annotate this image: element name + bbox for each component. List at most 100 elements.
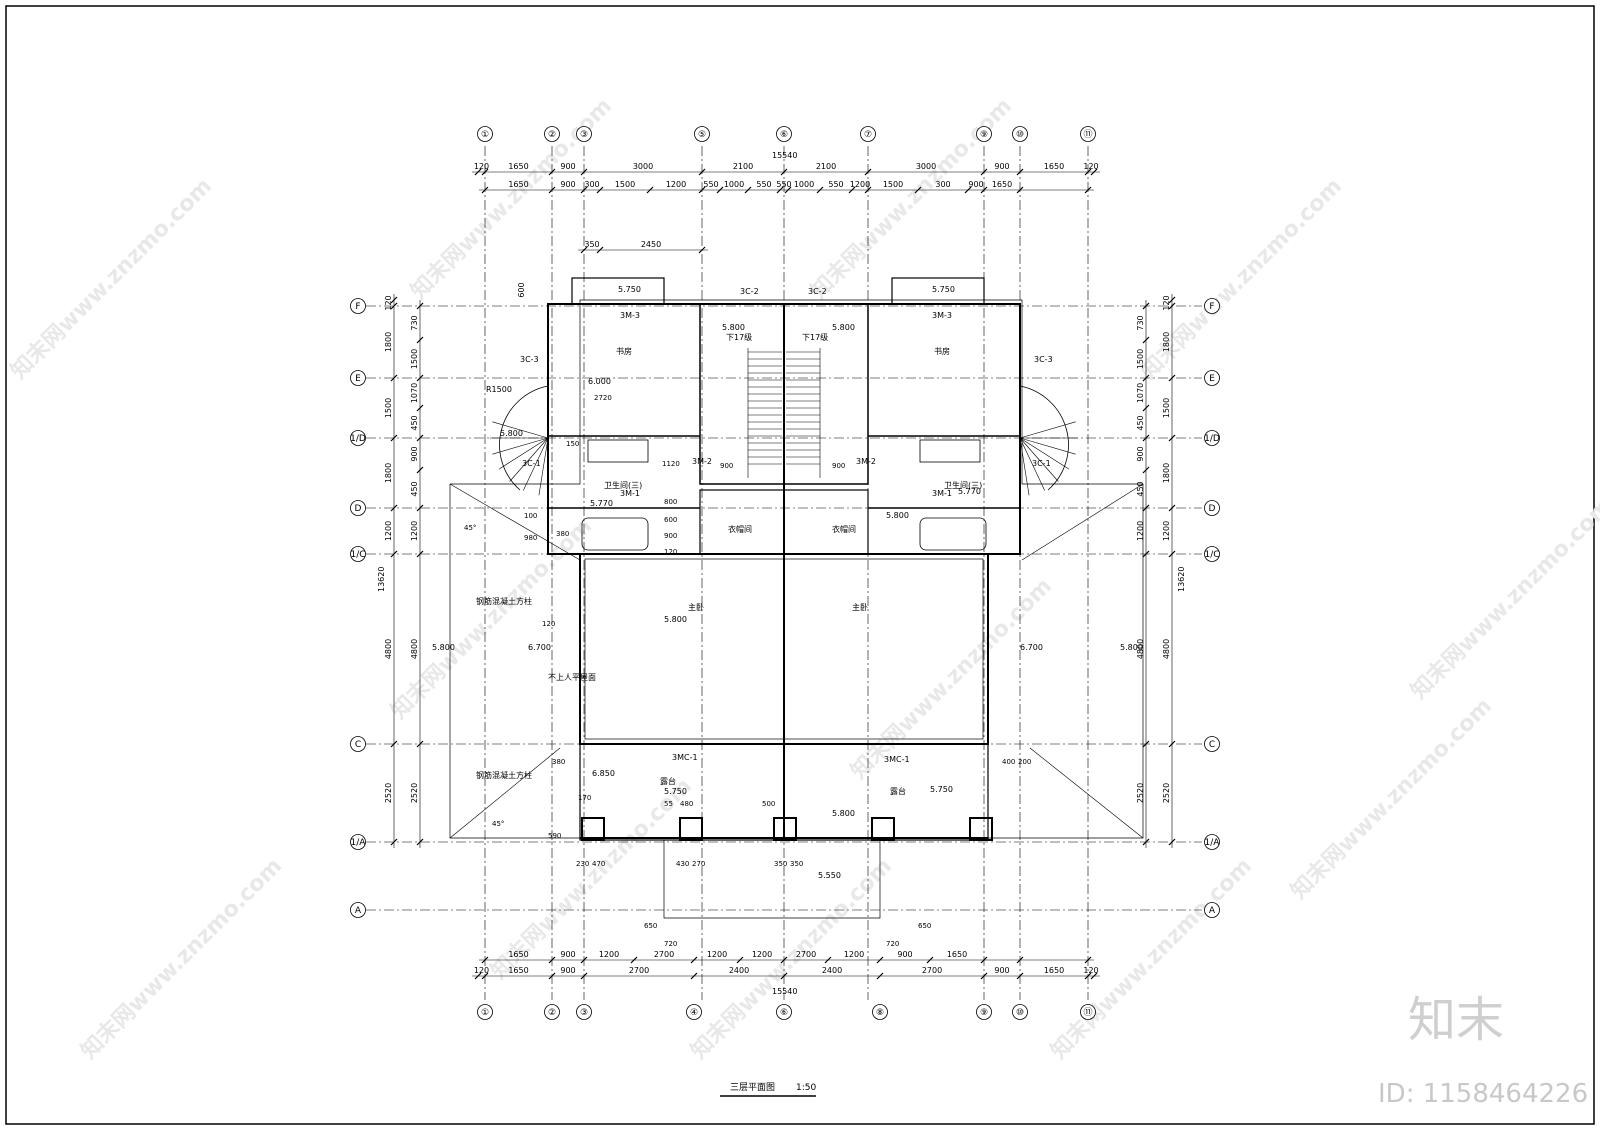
axis-bubble-bottom-circle <box>544 1004 560 1020</box>
axis-bubble-right-circle <box>1204 370 1220 386</box>
dim-top-2-tick <box>698 186 706 194</box>
axis-bubble-left: 1/D <box>350 434 366 444</box>
dim-top-2-tick <box>744 186 752 194</box>
dim-top-2-tick <box>776 186 784 194</box>
dim-left-outer-tick <box>390 296 398 304</box>
overall-depth-right: 13620 <box>1177 567 1186 592</box>
dim-bottom-1-label: 1200 <box>844 950 864 959</box>
dim-430: 430 <box>676 860 689 868</box>
axis-bubble-bottom: ⑨ <box>980 1008 988 1018</box>
dim-left-inner-label: 4800 <box>410 639 419 659</box>
dim-top-3-tick <box>698 246 706 254</box>
dim-top-1-label: 120 <box>1083 162 1098 171</box>
dim-top-2-label: 1000 <box>794 180 814 189</box>
dim-bottom-1-tick <box>926 956 934 964</box>
dim-bottom-2-label: 900 <box>560 966 575 975</box>
axis-bubble-top: ⑪ <box>1083 129 1092 140</box>
axis-bubble-right-circle <box>1204 430 1220 446</box>
axis-bubble-bottom: ④ <box>690 1008 698 1018</box>
dim-230: 230 <box>576 860 589 868</box>
level-6700-left: 6.700 <box>528 643 551 652</box>
dim-bottom-2-label: 900 <box>994 966 1009 975</box>
dim-top-2-label: 550 <box>756 180 771 189</box>
tag-3c3-left: 3C-3 <box>520 355 539 364</box>
dim-bottom-1-tick <box>876 956 884 964</box>
dim-right-inner-tick <box>1142 302 1150 310</box>
dim-right-outer-tick <box>1168 302 1176 310</box>
room-labels: 书房 书房 卫生间(三) 卫生间(三) 主卧 主卧 衣帽间 衣帽间 露台 露台 … <box>476 332 982 796</box>
dim-top-2-label: 1200 <box>666 180 686 189</box>
dim-45-a: 45° <box>464 524 476 532</box>
dim-top-2-tick <box>914 186 922 194</box>
level-terrace-left: 5.750 <box>664 787 687 796</box>
dim-150: 150 <box>566 440 579 448</box>
dim-right-inner-tick <box>1142 434 1150 442</box>
dim-170: 170 <box>578 794 591 802</box>
dim-left-outer-label: 1800 <box>384 332 393 352</box>
dim-top-1-label: 3000 <box>916 162 936 171</box>
level-6850: 6.850 <box>592 769 615 778</box>
spiral-tread <box>509 437 549 482</box>
overall-width-top: 15540 <box>772 151 797 160</box>
dim-120-a: 120 <box>664 548 677 556</box>
dim-left-inner-tick <box>416 336 424 344</box>
dim-left-inner-tick <box>416 740 424 748</box>
dim-right-inner-tick <box>1142 336 1150 344</box>
tag-3m3-left: 3M-3 <box>620 311 640 320</box>
axis-bubble-left-circle <box>350 902 366 918</box>
dim-bottom-1-tick <box>1084 956 1092 964</box>
dim-bottom-2-label: 1650 <box>1044 966 1064 975</box>
dim-right-outer-tick <box>1168 838 1176 846</box>
dim-right-inner-label: 900 <box>1136 446 1145 461</box>
dim-top-2-tick <box>980 186 988 194</box>
dim-bottom-1-label: 2700 <box>654 950 674 959</box>
dim-left-outer-label: 120 <box>384 295 393 310</box>
dim-top-1-label: 1650 <box>508 162 528 171</box>
spiral-tread <box>1019 437 1070 470</box>
dim-590: 590 <box>548 832 561 840</box>
dim-120-b: 120 <box>542 620 555 628</box>
dim-bottom-1-label: 900 <box>897 950 912 959</box>
dim-left-inner-tick <box>416 466 424 474</box>
dim-right-outer-tick <box>1168 434 1176 442</box>
dim-left-inner-label: 450 <box>410 415 419 430</box>
dim-top-1-label: 900 <box>994 162 1009 171</box>
axis-bubble-bottom: ⑧ <box>876 1008 884 1018</box>
axis-bubble-top: ⑩ <box>1016 130 1024 140</box>
axis-bubble-top-circle <box>860 126 876 142</box>
dim-top-1-label: 3000 <box>633 162 653 171</box>
misc-dims: 2720 150 1120 900 900 800 600 900 120 98… <box>464 394 1031 948</box>
dim-bottom-1-label: 1200 <box>752 950 772 959</box>
axis-bubble-left-circle <box>350 500 366 516</box>
axis-bubble-right-circle <box>1204 834 1220 850</box>
dim-top-1-tick <box>474 168 482 176</box>
dim-650-b: 650 <box>918 922 931 930</box>
tag-3m1-right: 3M-1 <box>932 489 952 498</box>
dim-bottom-2-tick <box>481 972 489 980</box>
watermark-tile: 知末网www.znzmo.com <box>1046 853 1257 1064</box>
dim-bottom-2-tick <box>876 972 884 980</box>
axis-bubble-right-circle <box>1204 298 1220 314</box>
watermark-tile: 知末网www.znzmo.com <box>386 513 597 724</box>
dim-480: 480 <box>680 800 693 808</box>
watermark-tile: 知末网www.znzmo.com <box>1406 493 1600 704</box>
dim-top-2-label: 550 <box>828 180 843 189</box>
dim-top-2-tick <box>646 186 654 194</box>
dimension-lines <box>390 168 1176 980</box>
axis-bubble-right: A <box>1209 906 1216 916</box>
dim-left-inner-label: 730 <box>410 315 419 330</box>
spiral-tread <box>1019 437 1030 496</box>
dim-top-2-tick <box>1016 186 1024 194</box>
axis-bubble-right: F <box>1209 302 1214 312</box>
axis-bubble-top-circle <box>1012 126 1028 142</box>
dim-bottom-1-tick <box>824 956 832 964</box>
dim-left-outer-tick <box>390 302 398 310</box>
room-closet-right: 衣帽间 <box>832 524 856 534</box>
dim-right-outer-label: 1200 <box>1162 521 1171 541</box>
dim-top-2-label: 300 <box>584 180 599 189</box>
dim-right-outer-label: 1800 <box>1162 332 1171 352</box>
axis-bubble-top-circle <box>976 126 992 142</box>
tag-3mc1-left: 3MC-1 <box>672 753 698 762</box>
